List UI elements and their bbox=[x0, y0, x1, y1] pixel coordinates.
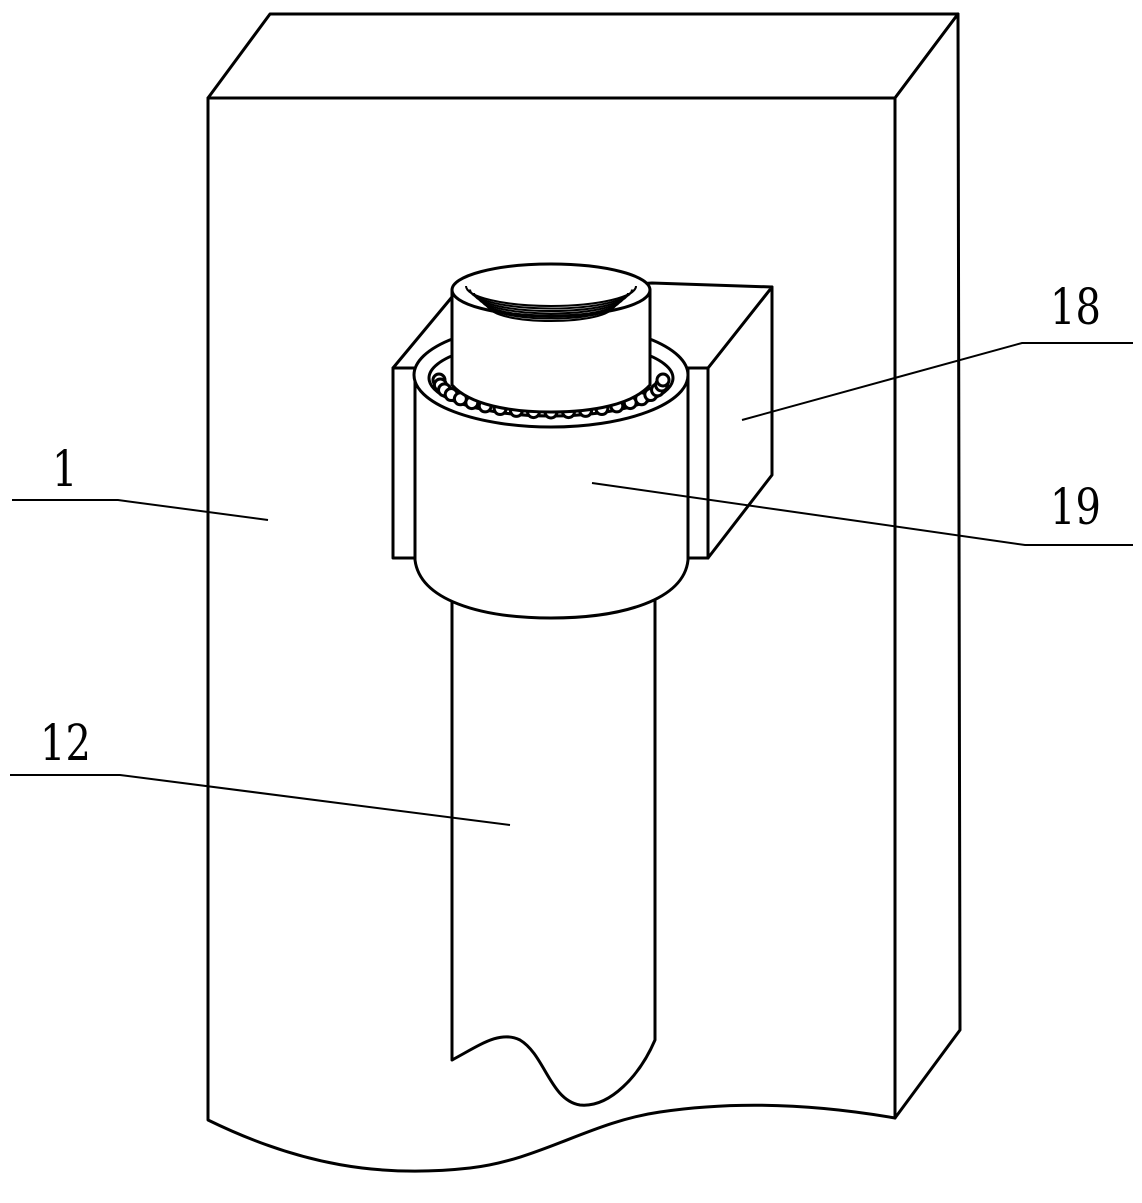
leader-12 bbox=[10, 774, 511, 826]
internal-threads bbox=[465, 285, 637, 322]
label-19: 19 bbox=[1050, 478, 1101, 536]
pipe bbox=[450, 588, 657, 1107]
leader-1 bbox=[12, 499, 269, 521]
leader-18 bbox=[741, 342, 1133, 421]
bracket-right-strip bbox=[686, 366, 710, 560]
bracket-left-strip bbox=[391, 366, 417, 560]
label-1: 1 bbox=[52, 440, 78, 498]
leader-19 bbox=[591, 482, 1133, 546]
bearing-collar bbox=[412, 262, 690, 620]
thread-line bbox=[489, 306, 613, 322]
label-18: 18 bbox=[1050, 278, 1101, 336]
label-12: 12 bbox=[40, 714, 91, 772]
collar-body bbox=[413, 373, 690, 620]
housing-top-face bbox=[206, 12, 960, 100]
leader-lines bbox=[10, 342, 1133, 826]
threaded-pipe bbox=[450, 288, 652, 414]
bearing-ball bbox=[655, 372, 671, 388]
housing-right-face bbox=[893, 12, 962, 1120]
